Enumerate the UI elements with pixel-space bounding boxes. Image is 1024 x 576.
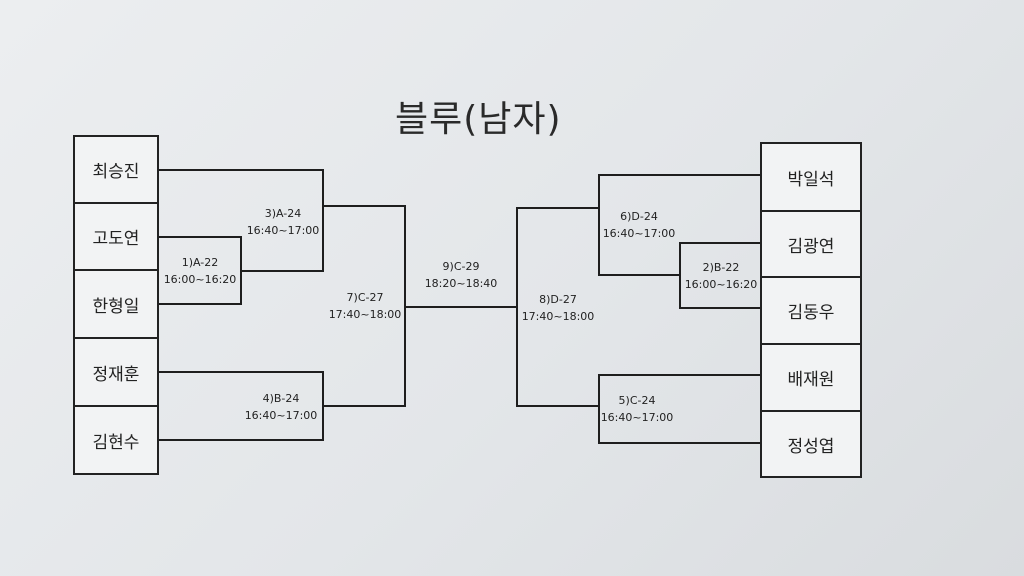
player-left-1: 최승진 — [73, 135, 159, 204]
player-right-2: 김광연 — [760, 210, 862, 278]
bracket-line-m2 — [679, 242, 762, 309]
match-code: 7)C-27 — [346, 291, 384, 304]
player-right-3: 김동우 — [760, 276, 862, 345]
match-time: 16:00~16:20 — [684, 278, 758, 291]
match-label-m9: 9)C-29 18:20~18:40 — [421, 258, 501, 292]
match-label-m7: 7)C-27 17:40~18:00 — [325, 289, 405, 323]
bracket-line-m3 — [157, 169, 324, 272]
match-code: 4)B-24 — [262, 392, 300, 405]
match-label-m2: 2)B-22 16:00~16:20 — [681, 259, 761, 293]
match-code: 1)A-22 — [181, 256, 219, 269]
match-label-m4: 4)B-24 16:40~17:00 — [241, 390, 321, 424]
match-label-m8: 8)D-27 17:40~18:00 — [518, 291, 598, 325]
player-right-5: 정성엽 — [760, 410, 862, 478]
match-time: 16:40~17:00 — [246, 224, 320, 237]
match-time: 16:40~17:00 — [600, 411, 674, 424]
match-label-m1: 1)A-22 16:00~16:20 — [160, 254, 240, 288]
match-time: 18:20~18:40 — [424, 277, 498, 290]
bracket-line-m8 — [516, 207, 599, 407]
match-time: 17:40~18:00 — [521, 310, 595, 323]
match-time: 17:40~18:00 — [328, 308, 402, 321]
match-code: 5)C-24 — [618, 394, 656, 407]
match-label-m6: 6)D-24 16:40~17:00 — [599, 208, 679, 242]
match-time: 16:40~17:00 — [244, 409, 318, 422]
player-left-4: 정재훈 — [73, 337, 159, 407]
bracket-line-m6 — [598, 174, 762, 276]
match-code: 9)C-29 — [442, 260, 480, 273]
match-label-m5: 5)C-24 16:40~17:00 — [597, 392, 677, 426]
player-left-3: 한형일 — [73, 269, 159, 339]
player-left-5: 김현수 — [73, 405, 159, 475]
player-right-1: 박일석 — [760, 142, 862, 212]
player-left-2: 고도연 — [73, 202, 159, 271]
match-time: 16:00~16:20 — [163, 273, 237, 286]
match-code: 6)D-24 — [620, 210, 658, 223]
bracket-title: 블루(남자) — [395, 99, 562, 140]
match-code: 8)D-27 — [539, 293, 577, 306]
match-code: 2)B-22 — [702, 261, 740, 274]
match-time: 16:40~17:00 — [602, 227, 676, 240]
match-label-m3: 3)A-24 16:40~17:00 — [243, 205, 323, 239]
bracket-line-m5 — [598, 374, 762, 444]
match-code: 3)A-24 — [264, 207, 302, 220]
player-right-4: 배재원 — [760, 343, 862, 412]
